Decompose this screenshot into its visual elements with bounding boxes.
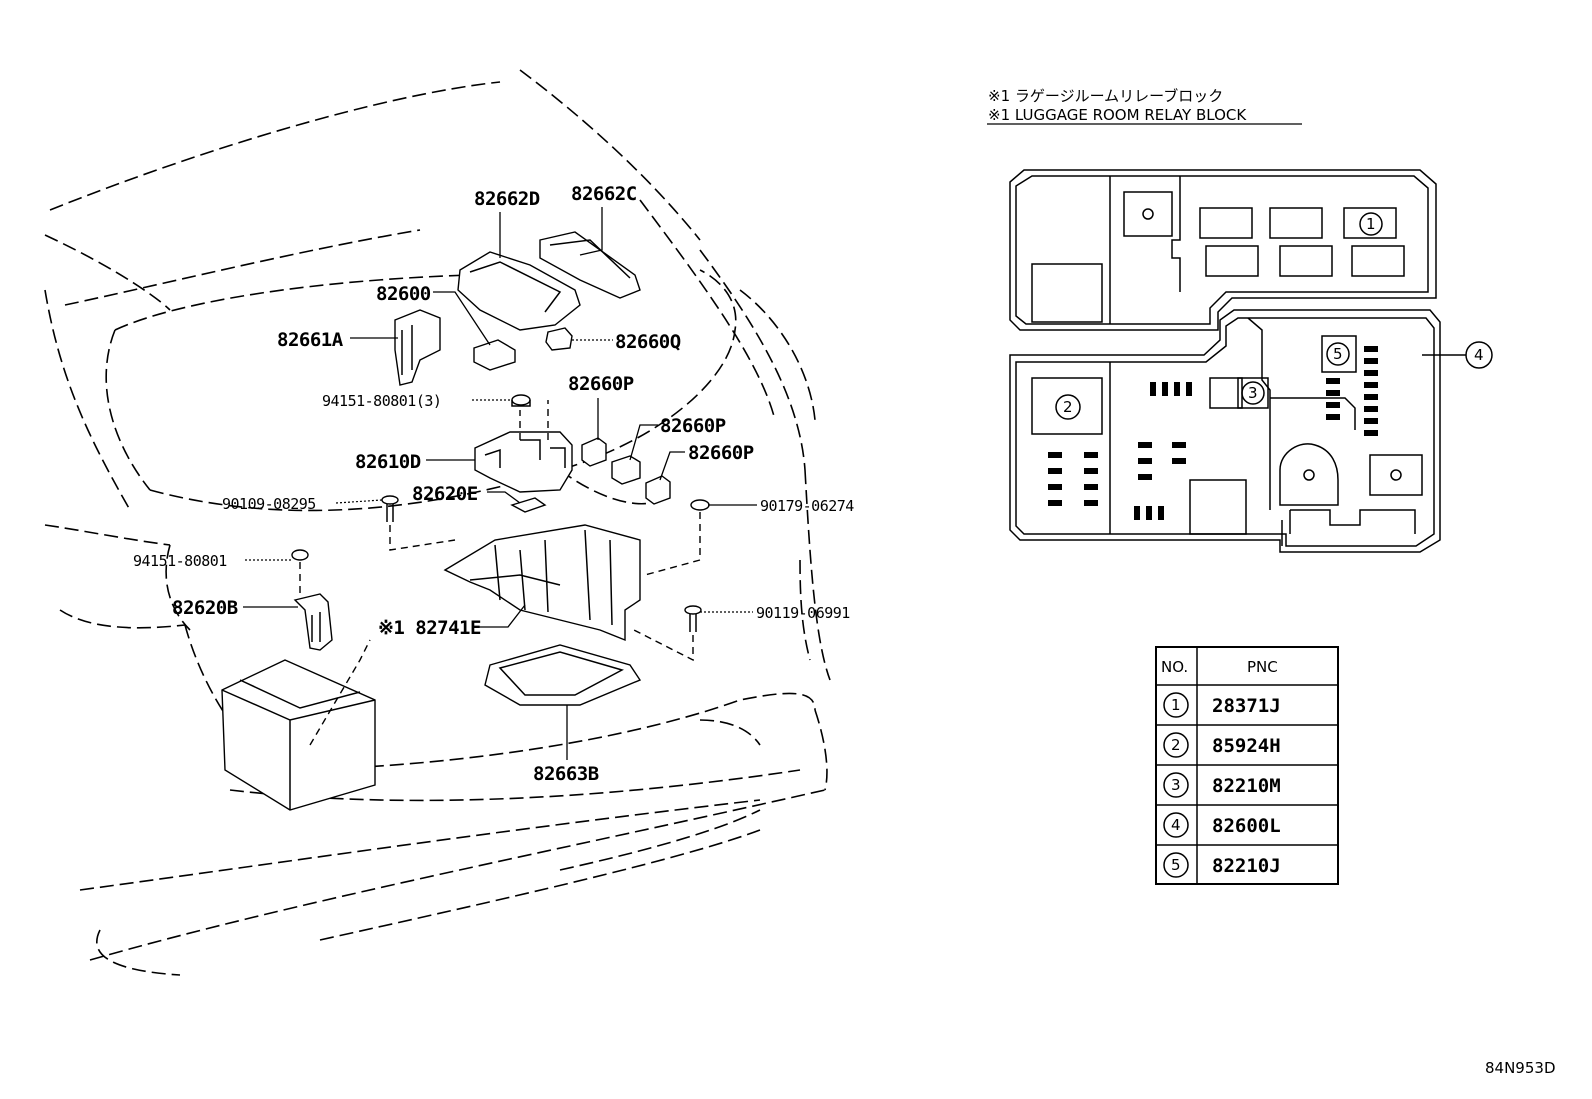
part-82660p-relay-3 (645, 475, 671, 505)
svg-text:3: 3 (1171, 776, 1181, 794)
svg-text:4: 4 (1171, 816, 1181, 834)
svg-text:3: 3 (1248, 384, 1258, 402)
leader-lines (243, 207, 757, 760)
table-header-no: NO. (1161, 658, 1188, 676)
callout-90109-08295: 90109-08295 (222, 495, 316, 513)
table-row: 5 82210J (1163, 852, 1281, 878)
part-94151-80801-nut (291, 549, 309, 595)
callout-82660p-3: 82660P (688, 442, 754, 464)
svg-text:82600L: 82600L (1212, 815, 1281, 837)
callout-82610d: 82610D (355, 451, 421, 473)
part-82660q-relay (545, 327, 573, 351)
svg-text:28371J: 28371J (1212, 695, 1281, 717)
position-marker-3: 3 (1241, 381, 1265, 405)
position-marker-1: 1 (1359, 212, 1383, 236)
part-82660p-relay-2 (611, 455, 641, 485)
svg-text:1: 1 (1171, 696, 1181, 714)
svg-text:5: 5 (1171, 856, 1181, 874)
position-marker-2: 2 (1055, 394, 1081, 420)
svg-text:1: 1 (1366, 215, 1376, 233)
part-82660p-relay-1 (581, 437, 607, 467)
part-82661a-bracket (394, 309, 441, 386)
callout-82600: 82600 (376, 283, 431, 305)
battery (221, 639, 376, 811)
part-82600-relay (473, 339, 516, 371)
pnc-table: NO. PNC 1 28371J 2 85924H 3 82210M 4 826… (1155, 646, 1339, 885)
part-90109-08295-bolt (381, 495, 456, 551)
callout-labels: 82662D 82662C 82600 82661A 82660Q 94151-… (133, 183, 855, 785)
callout-82662c: 82662C (571, 183, 637, 205)
table-row: 2 85924H (1163, 732, 1281, 758)
vehicle-body-outline (44, 69, 831, 976)
position-marker-5: 5 (1326, 342, 1350, 366)
part-90119-06991-screw (629, 605, 702, 662)
part-94151-80801-3-nut (511, 394, 531, 407)
callout-82741e: ※1 82741E (378, 617, 481, 639)
callout-82660p-1: 82660P (568, 373, 634, 395)
callout-82620b: 82620B (172, 597, 238, 619)
callout-90179-06274: 90179-06274 (760, 497, 854, 515)
table-row: 1 28371J (1163, 692, 1281, 718)
table-header-pnc: PNC (1247, 658, 1278, 676)
part-82662c-cover (539, 231, 641, 299)
svg-text:82210J: 82210J (1212, 855, 1281, 877)
position-marker-4: 4 (1422, 341, 1493, 369)
note-japanese: ※1 ラゲージルームリレーブロック (988, 87, 1223, 105)
svg-text:2: 2 (1171, 736, 1181, 754)
callout-90119-06991: 90119-06991 (756, 604, 850, 622)
table-row: 3 82210M (1163, 772, 1281, 798)
note-english: ※1 LUGGAGE ROOM RELAY BLOCK (988, 106, 1247, 124)
relay-block-note: ※1 ラゲージルームリレーブロック ※1 LUGGAGE ROOM RELAY … (987, 87, 1302, 125)
callout-82620e: 82620E (412, 483, 478, 505)
part-82620e-clip (510, 497, 547, 513)
callout-82660p-2: 82660P (660, 415, 726, 437)
callout-94151-80801-3: 94151-80801(3) (322, 392, 441, 410)
diagram-id: 84N953D (1485, 1059, 1556, 1077)
svg-text:82210M: 82210M (1212, 775, 1281, 797)
part-82662d-cover (457, 251, 581, 331)
svg-text:85924H: 85924H (1212, 735, 1281, 757)
callout-82663b: 82663B (533, 763, 599, 785)
callout-82661a: 82661A (277, 329, 344, 351)
relay-block-layout: 1 2 3 4 5 (1009, 169, 1493, 553)
part-82663b-tray (484, 644, 642, 706)
callout-94151-80801: 94151-80801 (133, 552, 227, 570)
fuse-slots (1048, 346, 1378, 520)
svg-text:4: 4 (1474, 346, 1484, 364)
table-row: 4 82600L (1163, 812, 1281, 838)
part-82610d-block (474, 400, 573, 493)
svg-text:5: 5 (1333, 345, 1343, 363)
callout-82662d: 82662D (474, 188, 540, 210)
callout-82660q: 82660Q (615, 331, 681, 353)
svg-text:2: 2 (1063, 398, 1073, 416)
part-82741e-relay-box (443, 524, 641, 642)
part-90179-06274-nut (644, 499, 710, 576)
part-82620b-terminal (293, 593, 333, 651)
